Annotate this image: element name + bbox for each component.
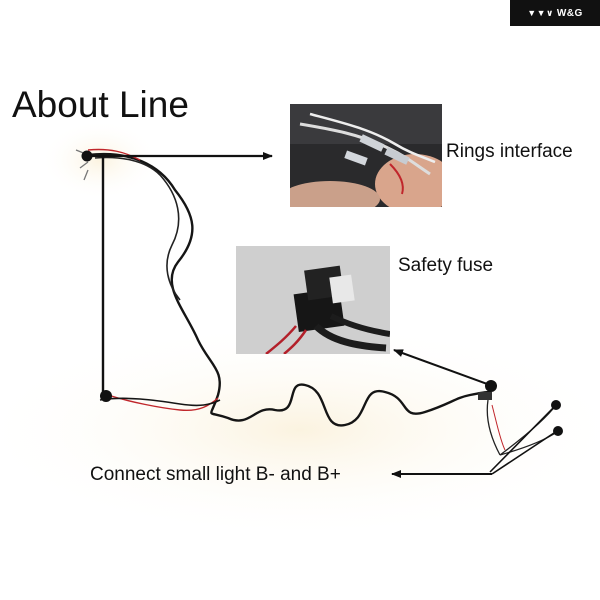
fuse-holder-small: [478, 392, 492, 400]
dot-top-left: [81, 150, 93, 162]
dot-small-light-1: [551, 400, 561, 410]
rings-interface-photo: [290, 104, 442, 207]
label-connect-small-light: Connect small light B- and B+: [90, 464, 341, 485]
pointer-small-light-2: [491, 430, 558, 475]
pointer-safety-fuse: [393, 349, 491, 386]
red-wire-top: [87, 148, 141, 161]
small-light-wire-red: [491, 404, 506, 451]
dot-bottom-left: [100, 390, 112, 402]
pointer-small-light-1: [489, 404, 557, 473]
bottom-left-lead: [99, 397, 221, 407]
brand-logo: ▼▼∨ W&G: [510, 0, 600, 26]
page-title: About Line: [12, 84, 189, 125]
wg-logo-icon: ▼▼∨: [527, 7, 554, 18]
main-cable: [86, 152, 492, 427]
dot-small-light-2: [553, 426, 563, 436]
safety-fuse-photo: [236, 246, 390, 354]
dot-fuse: [485, 380, 497, 392]
background-glow: [0, 320, 600, 540]
secondary-cable: [94, 156, 181, 301]
label-safety-fuse: Safety fuse: [398, 255, 494, 276]
label-rings-interface: Rings interface: [446, 141, 573, 162]
brand-text: W&G: [556, 7, 583, 19]
background-glow-top: [40, 120, 160, 200]
